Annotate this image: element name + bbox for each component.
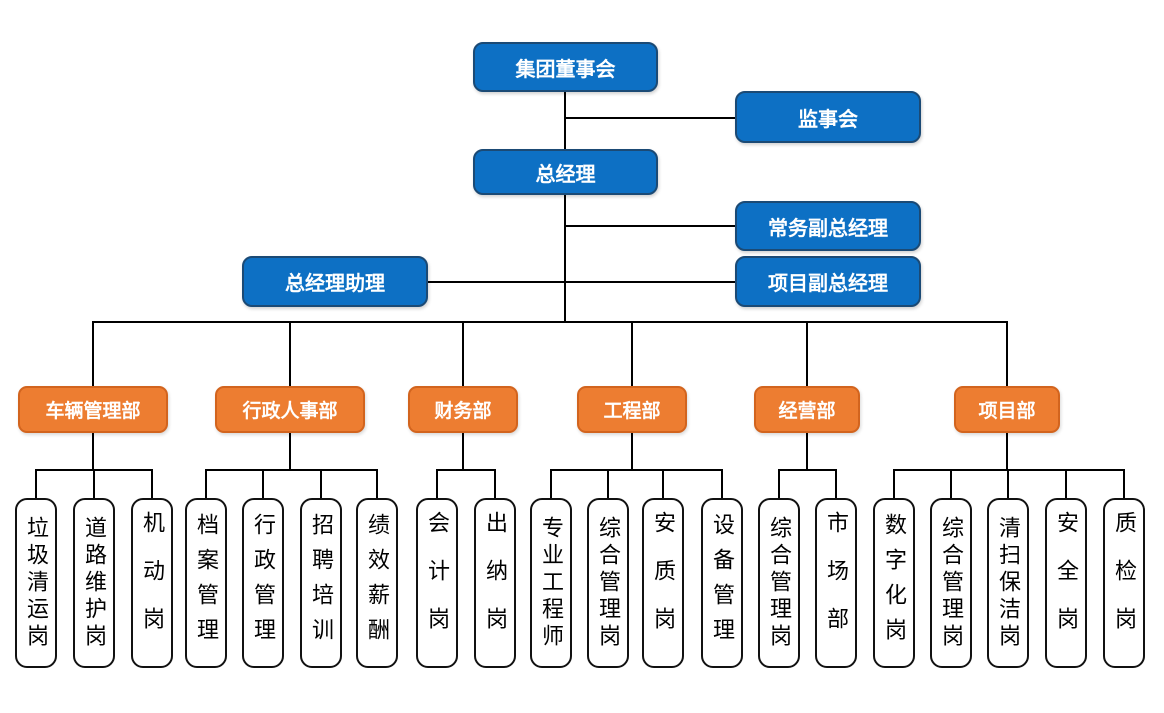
connector: [436, 470, 438, 498]
position-node: 安全岗: [1045, 498, 1087, 668]
position-node: 机动岗: [131, 498, 173, 668]
connector: [565, 117, 737, 119]
connector: [436, 469, 496, 471]
position-label: 清扫保洁岗: [996, 515, 1021, 651]
connector: [205, 469, 378, 471]
connector: [92, 321, 94, 386]
position-label: 道路维护岗: [82, 515, 107, 651]
position-node: 出纳岗: [474, 498, 516, 668]
position-node: 综合管理岗: [587, 498, 629, 668]
connector: [376, 470, 378, 498]
connector: [835, 470, 837, 498]
node-project-deputy-gm: 项目副总经理: [735, 256, 921, 307]
connector: [1007, 470, 1009, 498]
position-node: 专业工程师: [530, 498, 572, 668]
connector: [93, 470, 95, 498]
position-node: 数字化岗: [873, 498, 915, 668]
position-label: 数字化岗: [882, 513, 907, 653]
node-dept-operations: 经营部: [754, 386, 860, 433]
position-node: 清扫保洁岗: [987, 498, 1029, 668]
connector: [1006, 321, 1008, 386]
connector: [1123, 470, 1125, 498]
connector: [893, 470, 895, 498]
position-node: 综合管理岗: [758, 498, 800, 668]
position-label: 行政管理: [251, 513, 276, 653]
connector: [565, 225, 737, 227]
connector: [564, 92, 566, 322]
position-node: 道路维护岗: [73, 498, 115, 668]
position-label: 机动岗: [140, 511, 165, 655]
connector: [262, 470, 264, 498]
connector: [35, 470, 37, 498]
connector: [289, 433, 291, 471]
connector: [151, 470, 153, 498]
connector: [631, 433, 633, 471]
connector: [93, 321, 1008, 323]
connector: [950, 470, 952, 498]
connector: [462, 433, 464, 471]
connector: [1006, 433, 1008, 471]
position-label: 专业工程师: [539, 515, 564, 651]
node-executive-deputy-gm: 常务副总经理: [735, 201, 921, 251]
position-node: 档案管理: [185, 498, 227, 668]
position-label: 绩效薪酬: [365, 513, 390, 653]
position-label: 综合管理岗: [939, 515, 964, 651]
connector: [462, 321, 464, 386]
position-label: 安质岗: [651, 511, 676, 655]
position-node: 综合管理岗: [930, 498, 972, 668]
position-label: 出纳岗: [483, 511, 508, 655]
position-label: 招聘培训: [309, 513, 334, 653]
node-dept-project: 项目部: [954, 386, 1060, 433]
node-dept-admin-hr: 行政人事部: [215, 386, 365, 433]
node-general-manager: 总经理: [473, 149, 658, 195]
connector: [550, 470, 552, 498]
node-gm-assistant: 总经理助理: [242, 256, 428, 307]
position-label: 垃圾清运岗: [24, 515, 49, 651]
node-supervisory-board: 监事会: [735, 91, 921, 143]
position-label: 安全岗: [1054, 511, 1079, 655]
position-label: 综合管理岗: [596, 515, 621, 651]
position-node: 安质岗: [642, 498, 684, 668]
position-label: 会计岗: [425, 511, 450, 655]
connector: [778, 469, 837, 471]
position-node: 绩效薪酬: [356, 498, 398, 668]
position-node: 垃圾清运岗: [15, 498, 57, 668]
position-label: 档案管理: [194, 513, 219, 653]
connector: [550, 469, 723, 471]
connector: [428, 281, 737, 283]
position-node: 招聘培训: [300, 498, 342, 668]
connector: [778, 470, 780, 498]
connector: [289, 321, 291, 386]
node-dept-vehicle-management: 车辆管理部: [18, 386, 168, 433]
position-label: 设备管理: [710, 513, 735, 653]
connector: [1065, 470, 1067, 498]
connector: [494, 470, 496, 498]
position-label: 综合管理岗: [767, 515, 792, 651]
position-node: 市场部: [815, 498, 857, 668]
connector: [893, 469, 1125, 471]
connector: [92, 433, 94, 471]
position-node: 质检岗: [1103, 498, 1145, 668]
node-dept-finance: 财务部: [408, 386, 518, 433]
position-label: 质检岗: [1112, 511, 1137, 655]
position-node: 设备管理: [701, 498, 743, 668]
node-dept-engineering: 工程部: [577, 386, 687, 433]
connector: [806, 433, 808, 471]
connector: [320, 470, 322, 498]
connector: [631, 321, 633, 386]
position-label: 市场部: [824, 511, 849, 655]
connector: [662, 470, 664, 498]
node-board-of-directors: 集团董事会: [473, 42, 658, 92]
connector: [806, 321, 808, 386]
position-node: 会计岗: [416, 498, 458, 668]
position-node: 行政管理: [242, 498, 284, 668]
connector: [205, 470, 207, 498]
connector: [607, 470, 609, 498]
connector: [721, 470, 723, 498]
